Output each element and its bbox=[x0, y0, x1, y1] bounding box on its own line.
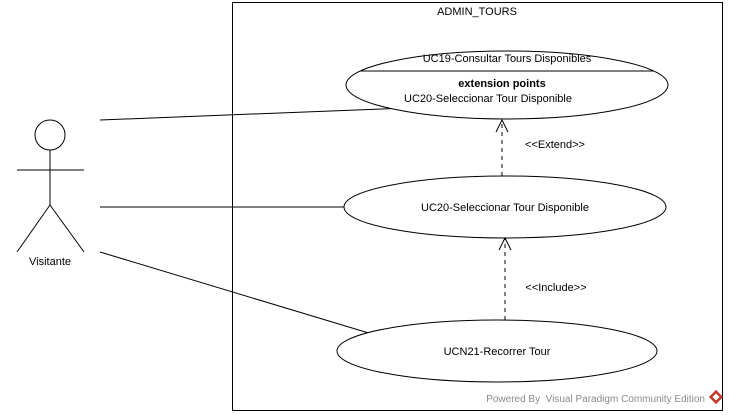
extend-arrowhead bbox=[495, 118, 509, 133]
use-case-ucn21[interactable]: UCN21-Recorrer Tour bbox=[336, 319, 658, 383]
extend-relation bbox=[495, 118, 509, 176]
association-line-ucn21 bbox=[99, 251, 373, 335]
use-case-ucn21-label: UCN21-Recorrer Tour bbox=[444, 346, 551, 358]
visual-paradigm-logo-icon bbox=[708, 389, 724, 405]
extend-label: <<Extend>> bbox=[525, 139, 585, 151]
extension-point-item: UC20-Seleccionar Tour Disponible bbox=[404, 93, 572, 105]
use-case-ucn21-ellipse bbox=[336, 319, 658, 383]
actor-leg-right bbox=[49, 204, 85, 253]
include-label: <<Include>> bbox=[525, 282, 586, 294]
actor-head bbox=[34, 119, 66, 151]
association-line-uc19 bbox=[99, 106, 433, 121]
actor-visitante[interactable] bbox=[16, 119, 85, 253]
include-arrowhead bbox=[498, 236, 512, 251]
use-case-uc20[interactable]: UC20-Seleccionar Tour Disponible bbox=[343, 175, 667, 239]
actor-leg-left bbox=[16, 204, 51, 253]
use-case-uc19-ellipse bbox=[345, 50, 669, 120]
use-case-uc19[interactable]: UC19-Consultar Tours Disponibles extensi… bbox=[340, 50, 675, 120]
system-title: ADMIN_TOURS bbox=[437, 6, 517, 18]
watermark-text: Powered By Visual Paradigm Community Edi… bbox=[486, 394, 705, 405]
include-relation bbox=[498, 236, 512, 320]
use-case-uc20-label: UC20-Seleccionar Tour Disponible bbox=[421, 202, 589, 214]
actor-label: Visitante bbox=[29, 256, 71, 268]
use-case-uc19-label: UC19-Consultar Tours Disponibles bbox=[423, 53, 592, 65]
extension-points-heading: extension points bbox=[458, 78, 545, 90]
